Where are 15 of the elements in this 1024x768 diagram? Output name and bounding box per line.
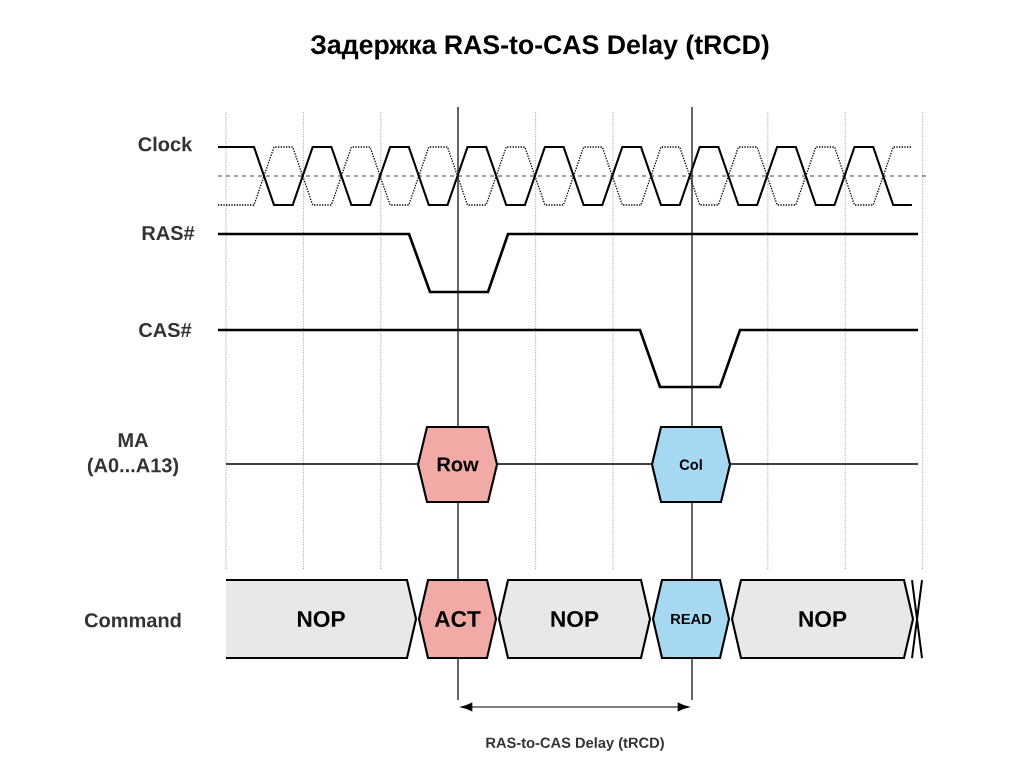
signal-label: CAS# — [139, 322, 192, 338]
hexagon-box: NOP — [730, 578, 915, 660]
hexagon-box: Col — [650, 425, 732, 504]
hexagon-box: NOP — [224, 578, 418, 660]
hexagon-box: ACT — [417, 578, 498, 660]
hexagon-box: Row — [416, 425, 499, 504]
signal-label: Command — [84, 612, 181, 628]
signal-label: MA — [118, 433, 148, 447]
signal-label: (A0...A13) — [87, 457, 179, 477]
signal-label: Clock — [138, 136, 193, 152]
signal-label: RAS# — [142, 225, 195, 241]
title: Задержка RAS-to-CAS Delay (tRCD) — [310, 34, 769, 60]
hexagon-box: READ — [651, 578, 731, 660]
hexagon-box: NOP — [497, 578, 652, 660]
dimension-label: RAS-to-CAS Delay (tRCD) — [486, 737, 664, 751]
